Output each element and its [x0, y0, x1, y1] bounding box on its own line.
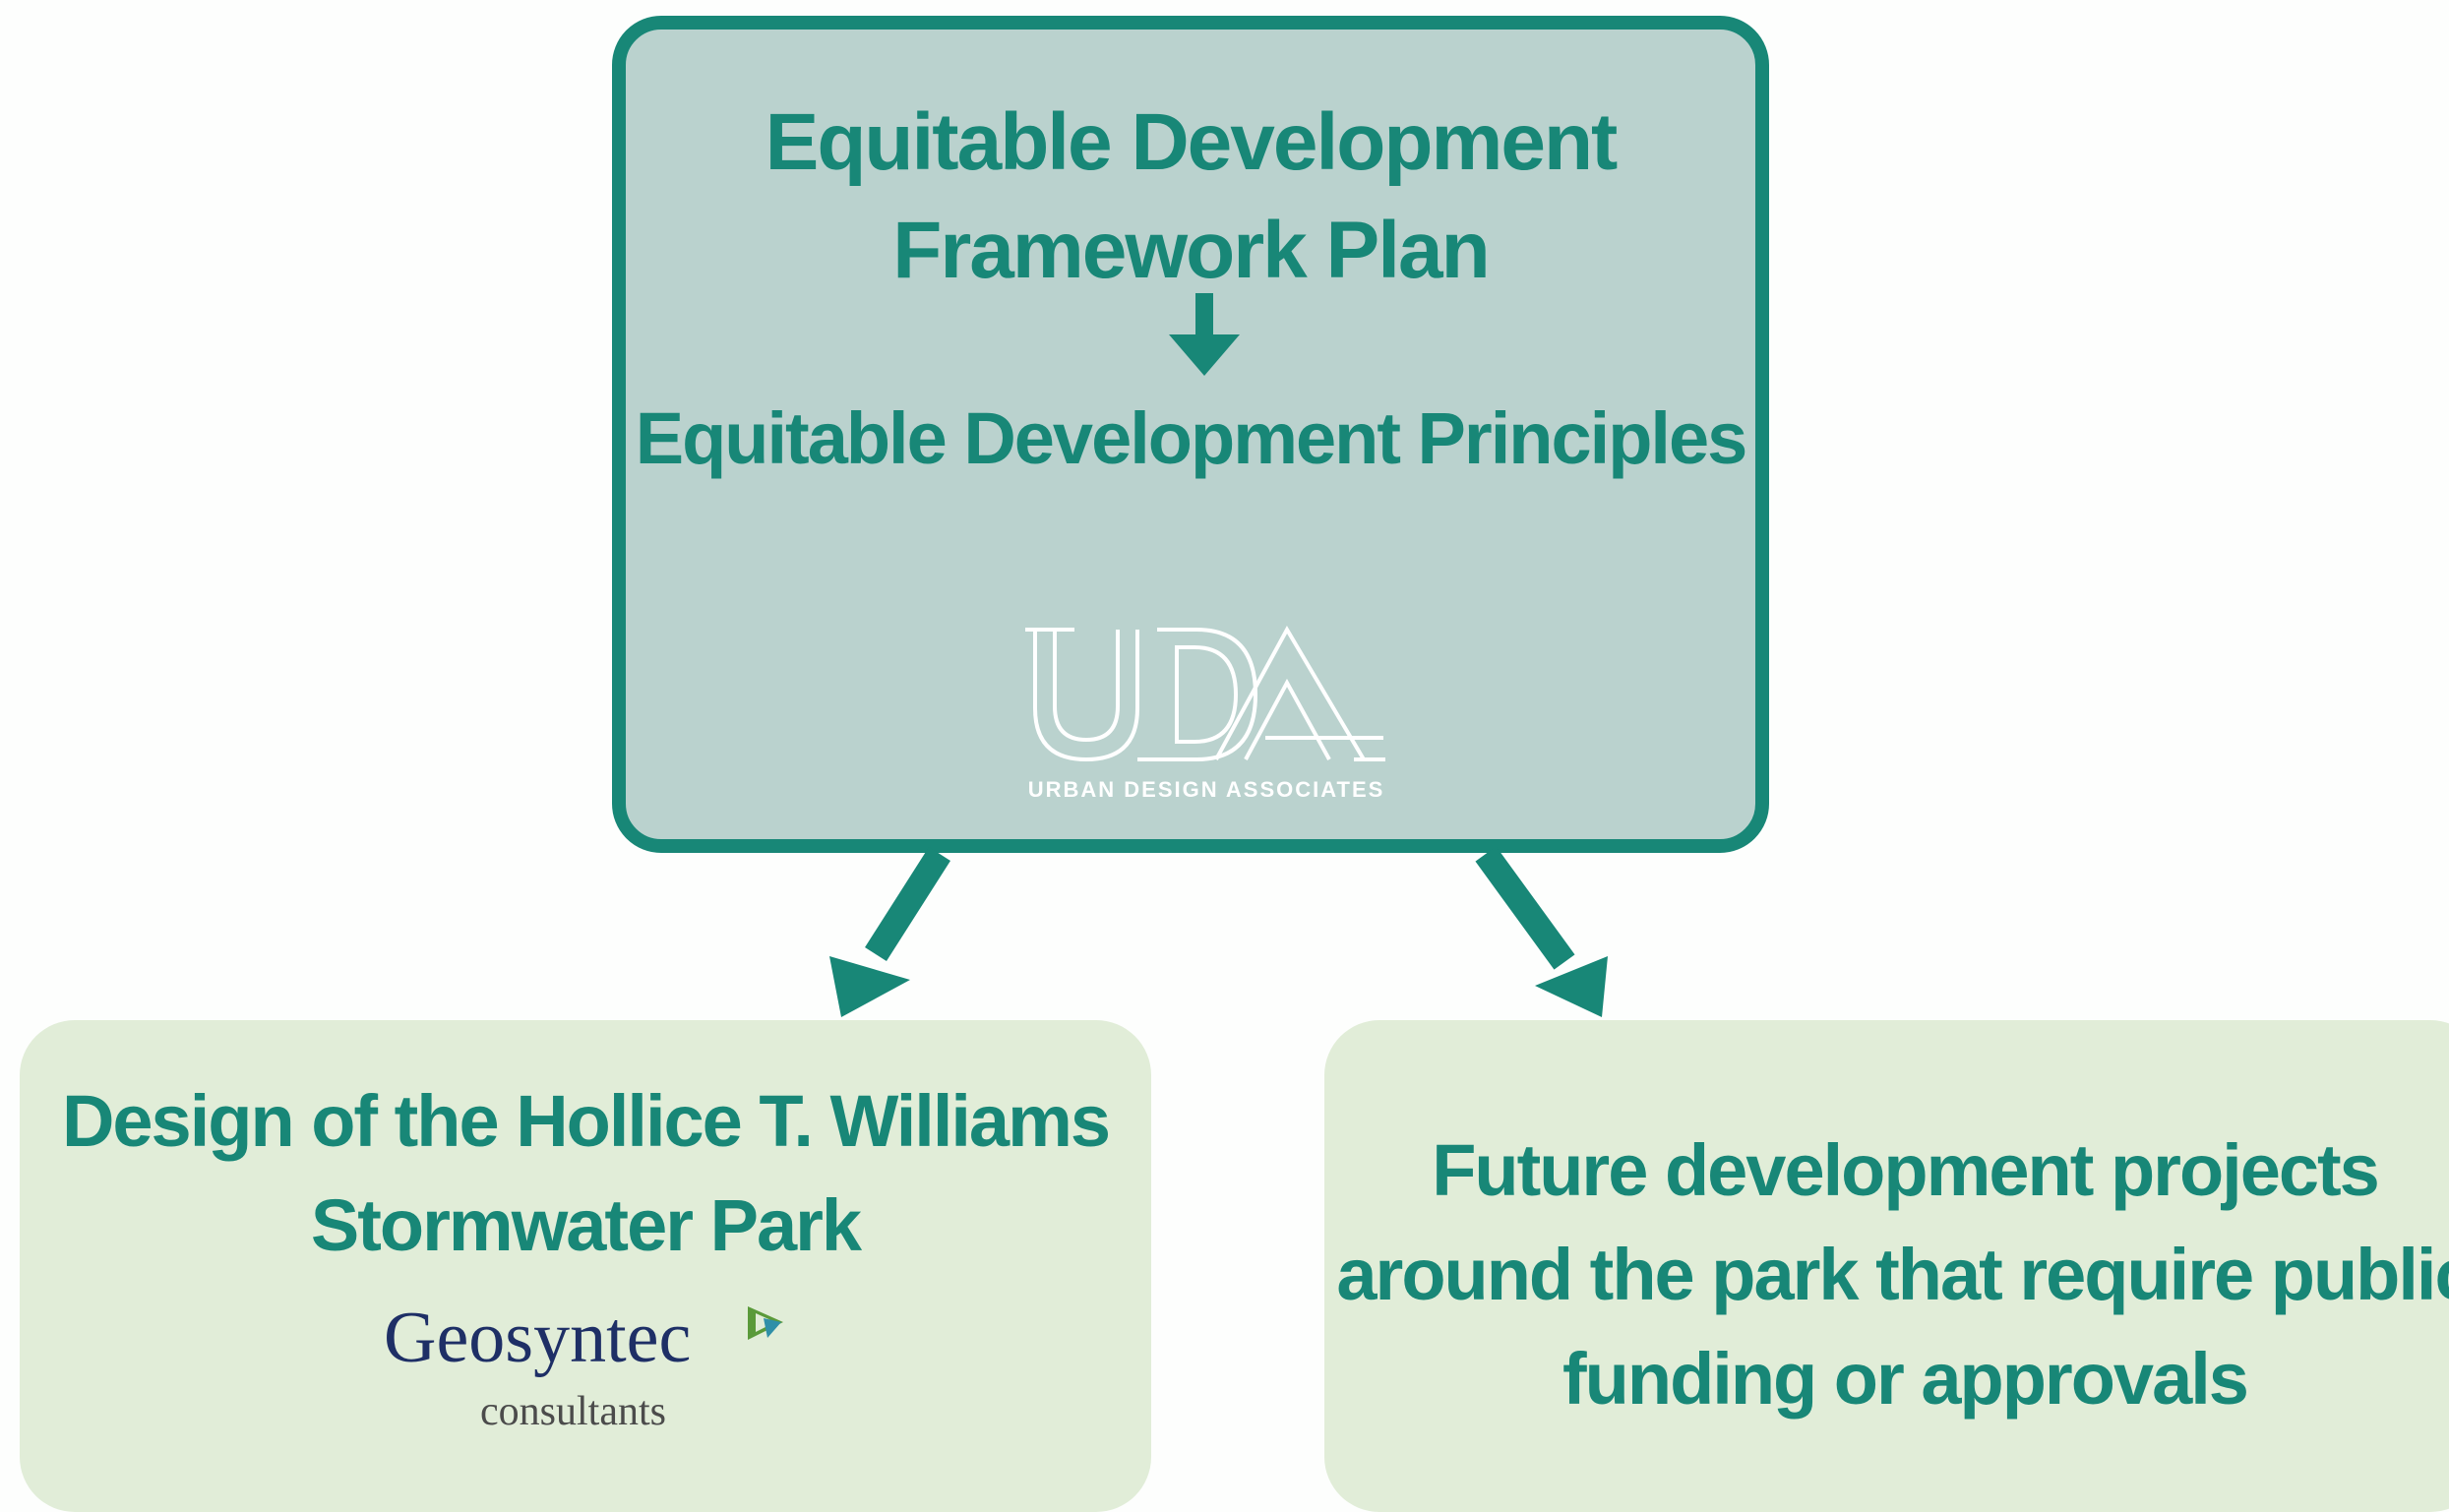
diagonal-arrow-icon — [829, 847, 950, 1017]
framework-plan-title: Equitable Development Framework Plan — [765, 97, 1619, 295]
down-arrow-icon — [1169, 293, 1240, 376]
diagonal-arrow-icon — [1475, 846, 1608, 1017]
future-projects-text: Future development projects around the p… — [1336, 1129, 2449, 1420]
framework-plan-box: Equitable Development Framework Plan Equ… — [612, 16, 1769, 853]
geosyntec-sub: consultants — [480, 1389, 666, 1434]
geosyntec-name: Geosyntec — [384, 1300, 691, 1378]
future-projects-box: Future development projects around the p… — [1324, 1020, 2449, 1512]
geosyntec-logo: Geosyntec consultants — [384, 1300, 783, 1434]
uda-logo: URBAN DESIGN ASSOCIATES — [1025, 625, 1385, 797]
stormwater-park-box: Design of the Hollice T. Williams Stormw… — [20, 1020, 1151, 1512]
principles-title: Equitable Development Principles — [635, 397, 1748, 479]
geosyntec-mark-icon — [748, 1306, 783, 1340]
uda-tagline: URBAN DESIGN ASSOCIATES — [1028, 777, 1385, 797]
stormwater-park-text: Design of the Hollice T. Williams Stormw… — [61, 1080, 1111, 1266]
